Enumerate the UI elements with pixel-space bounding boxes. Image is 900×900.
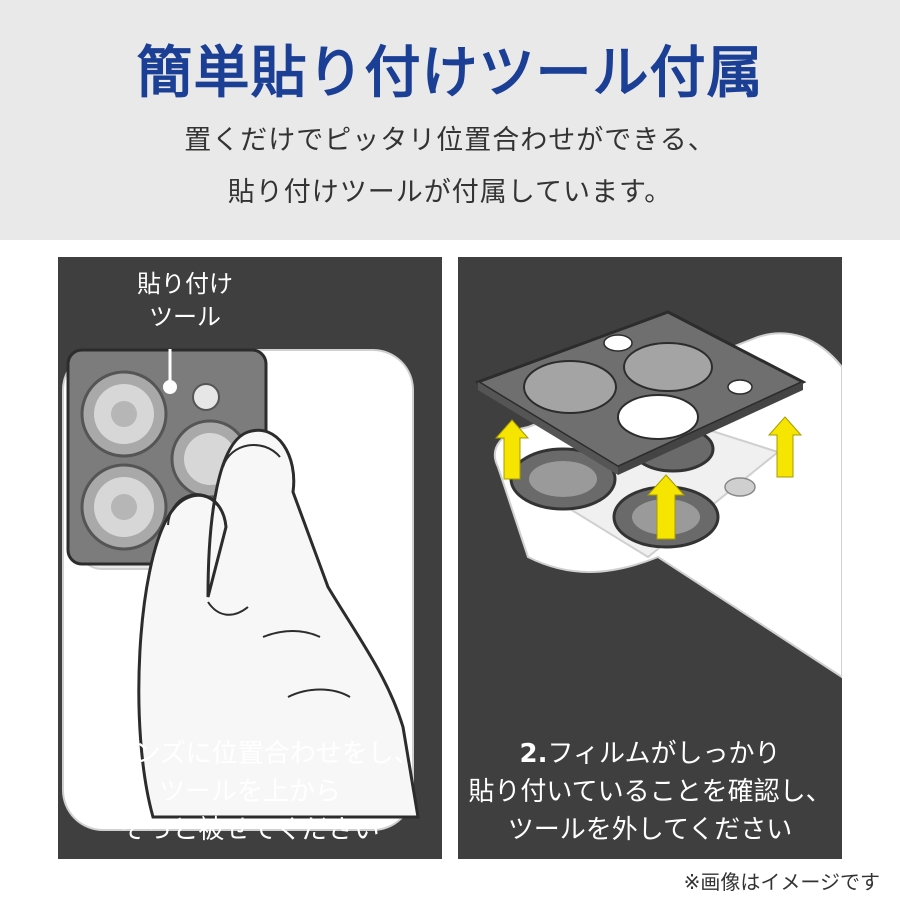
step-1-caption-line-3: そっと被せてください	[120, 815, 380, 845]
film-hole-1	[523, 360, 617, 414]
lens-top-left	[80, 370, 168, 458]
tool-label-line-2: ツール	[149, 303, 221, 331]
arrow-up-icon-2	[767, 416, 803, 478]
lens-bottom-left	[80, 463, 168, 551]
step-1-number: 1.	[80, 739, 109, 769]
step-2-caption-line-1: 2.フィルムがしっかり	[458, 735, 842, 773]
film-hole-2	[623, 342, 713, 392]
flash-dot	[192, 383, 220, 411]
film-hole-5	[727, 379, 753, 395]
step-1-caption-text-1: レンズに位置合わせをし、	[108, 739, 420, 769]
step-2-caption-line-2: 貼り付いていることを確認し、	[468, 777, 832, 807]
step-1-illustration	[62, 348, 420, 831]
header-band	[0, 0, 900, 240]
arrow-up-icon-3	[646, 474, 686, 540]
step-2-number: 2.	[519, 739, 548, 769]
subtitle-line-2: 貼り付けツールが付属しています。	[227, 177, 673, 208]
step-2-illustration	[474, 310, 842, 679]
pointer-dot	[163, 380, 177, 394]
step-2-caption: 2.フィルムがしっかり 貼り付いていることを確認し、 ツールを外してください	[458, 735, 842, 849]
tool-label-line-1: 貼り付け	[137, 270, 233, 298]
step-1-caption: 1.レンズに位置合わせをし、 ツールを上から そっと被せてください	[58, 735, 442, 849]
step-1-panel	[58, 257, 442, 859]
image-note: ※画像はイメージです	[683, 870, 880, 894]
film-hole-3	[617, 394, 699, 440]
step-2-caption-line-3: ツールを外してください	[507, 815, 793, 845]
page-title: 簡単貼り付けツール付属	[136, 41, 764, 106]
subtitle-line-1: 置くだけでピッタリ位置合わせができる、	[184, 125, 716, 156]
step-1-caption-line-2: ツールを上から	[158, 777, 341, 807]
step-1-caption-line-1: 1.レンズに位置合わせをし、	[58, 735, 442, 773]
flash-dot	[724, 477, 756, 497]
hand-icon	[137, 428, 420, 819]
tool-label: 貼り付け ツール	[85, 268, 285, 334]
arrow-up-icon-1	[494, 419, 530, 480]
step-2-caption-text-1: フィルムがしっかり	[547, 739, 781, 769]
lens-bottom-1	[509, 447, 617, 511]
step-2-panel	[458, 257, 842, 859]
film-hole-4	[603, 334, 633, 352]
lens-film-edge	[478, 382, 618, 475]
